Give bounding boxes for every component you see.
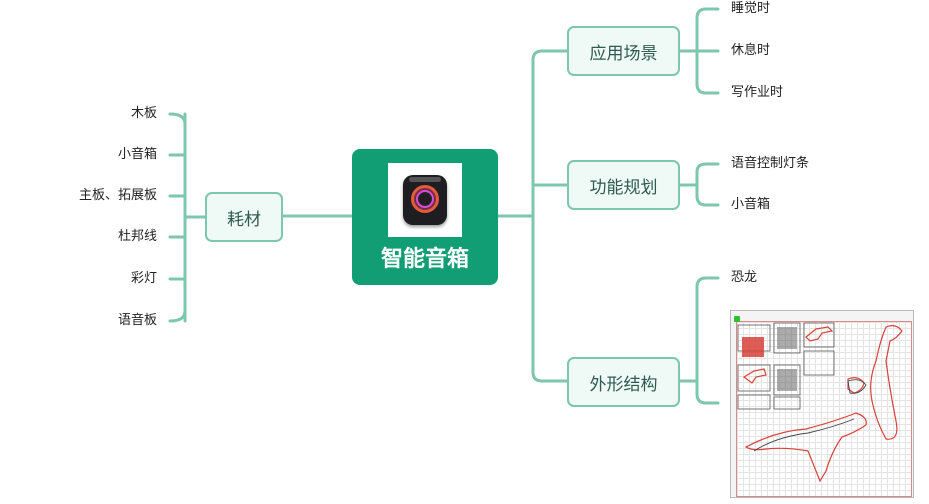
leaf-small-speaker[interactable]: 小音箱 [117, 147, 157, 162]
branch-consumables[interactable]: 耗材 [205, 192, 283, 242]
connector-left-bracket [168, 112, 207, 323]
branch-label: 应用场景 [589, 43, 658, 64]
leaf-dinosaur[interactable]: 恐龙 [731, 270, 758, 285]
corner-marker [734, 316, 740, 322]
leaf-voice-board[interactable]: 语音板 [117, 313, 157, 328]
branch-label: 耗材 [227, 209, 261, 230]
dinosaur-laser-cut-layout[interactable] [730, 310, 914, 498]
leaf-mainboard[interactable]: 主板、拓展板 [78, 188, 157, 203]
branch-label: 功能规划 [589, 177, 658, 198]
root-image [388, 163, 462, 237]
branch-structure[interactable]: 外形结构 [567, 357, 680, 407]
connector-branch2-leaves [678, 162, 720, 207]
branch-functions[interactable]: 功能规划 [567, 160, 680, 210]
leaf-wood-board[interactable]: 木板 [130, 106, 157, 121]
leaf-voice-light-strip[interactable]: 语音控制灯条 [731, 156, 810, 171]
root-title: 智能音箱 [380, 247, 469, 272]
leaf-homework[interactable]: 写作业时 [731, 85, 784, 100]
leaf-sleeping[interactable]: 睡觉时 [731, 1, 771, 16]
connector-branch1-leaves [678, 7, 720, 95]
branch-label: 外形结构 [589, 374, 658, 395]
connector-right-trunk [531, 49, 569, 383]
root-node[interactable]: 智能音箱 [352, 149, 498, 285]
branch-scenarios[interactable]: 应用场景 [567, 26, 680, 76]
leaf-small-speaker-2[interactable]: 小音箱 [731, 197, 771, 212]
laser-cut-drawing [737, 322, 903, 483]
connector-branch3-leaves [678, 276, 720, 405]
smart-speaker-icon [403, 175, 447, 225]
leaf-dupont-wire[interactable]: 杜邦线 [117, 229, 157, 244]
leaf-color-light[interactable]: 彩灯 [130, 271, 157, 286]
leaf-resting[interactable]: 休息时 [731, 43, 771, 58]
